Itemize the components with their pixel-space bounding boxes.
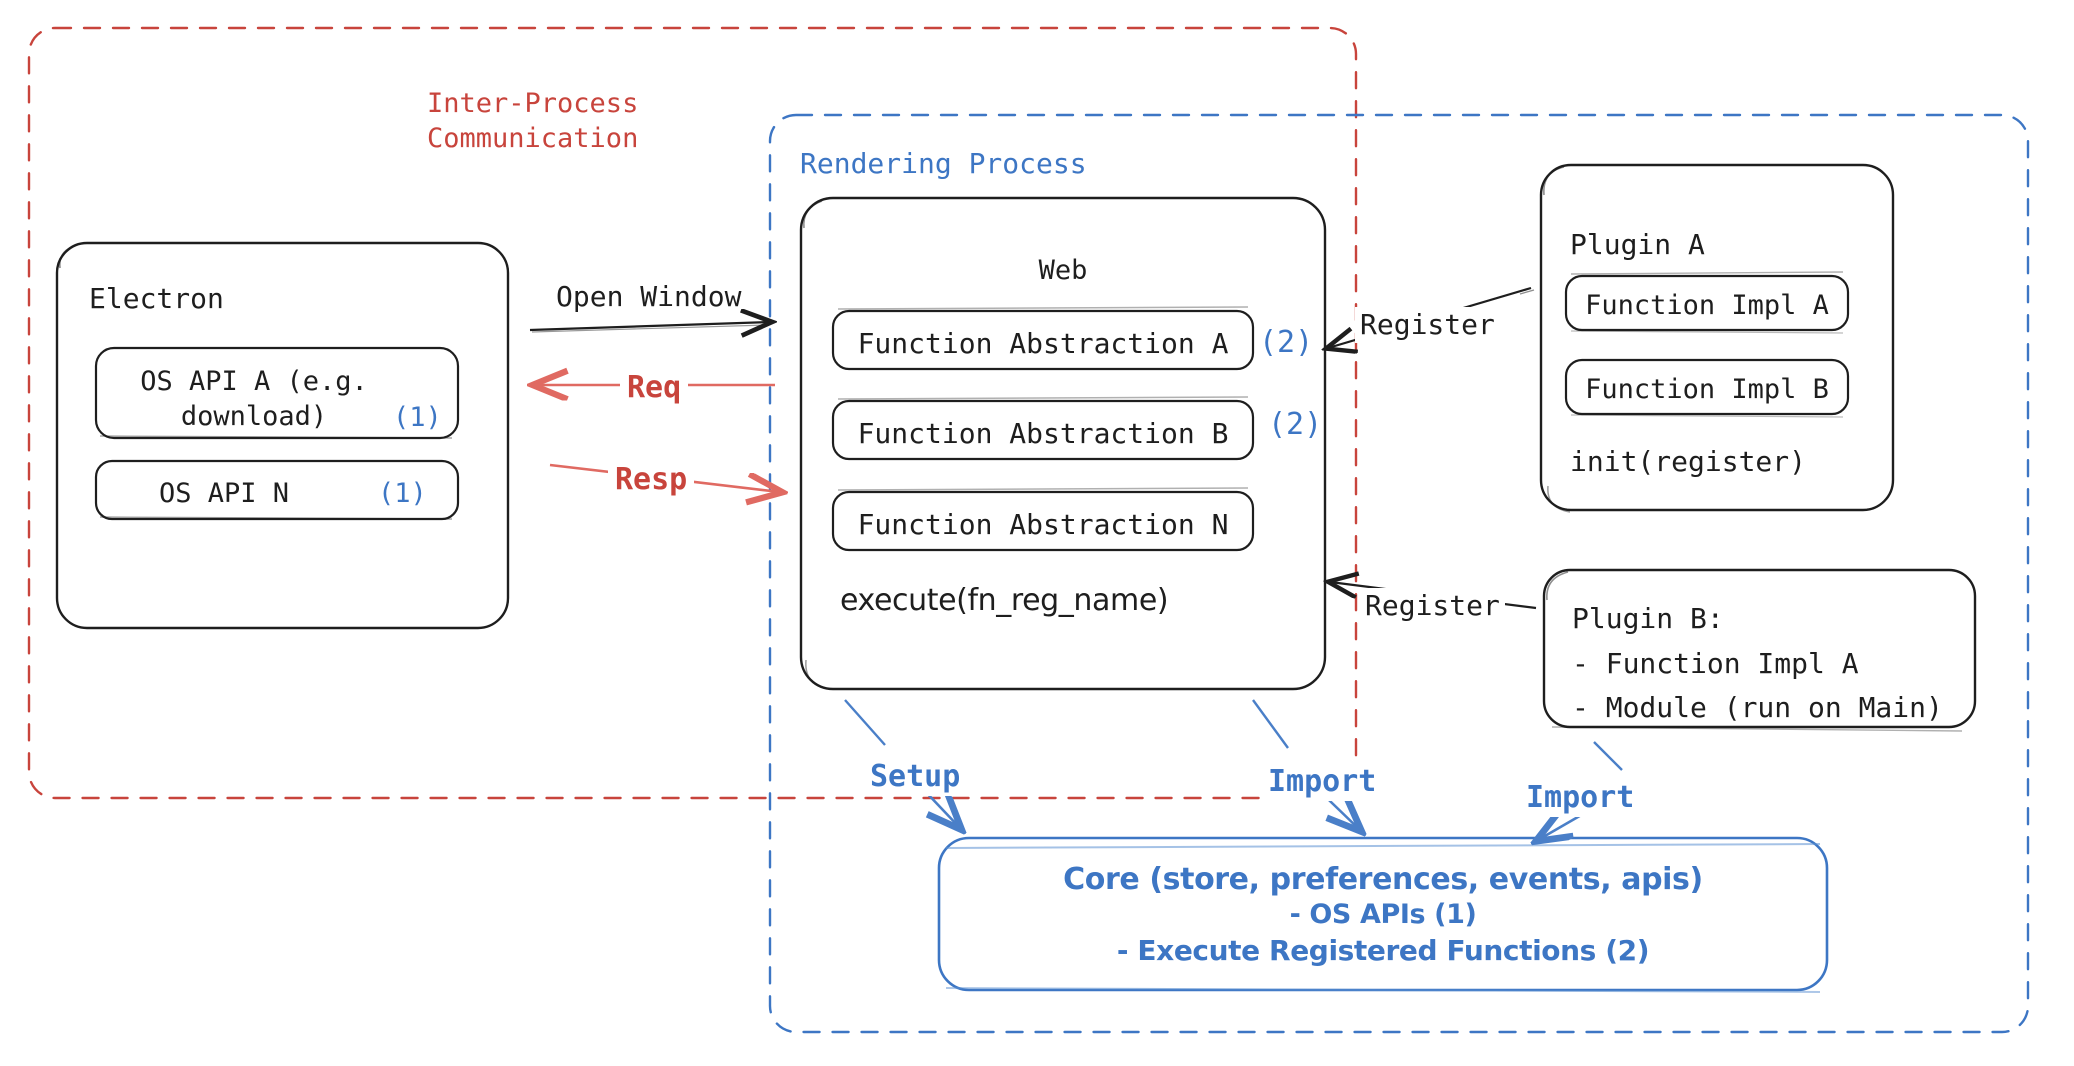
function-abstraction-b-marker: (2) [1268,407,1323,442]
os-api-a-label: OS API A (e.g. download) [140,366,368,433]
core-line-1: - OS APIs (1) [1289,899,1477,930]
function-abstraction-n-label: Function Abstraction N [857,508,1229,541]
function-impl-b-label: Function Impl B [1585,374,1829,405]
edge-label-register-a: Register [1355,307,1500,344]
electron-title: Electron [89,282,224,315]
edge-label-import-plugin-b: Import [1520,778,1641,817]
plugin-a-title: Plugin A [1570,228,1705,261]
edge-label-setup: Setup [864,757,967,796]
os-api-n-label: OS API N [158,478,290,509]
edge-label-import-web: Import [1262,762,1383,801]
edge-label-resp: Resp [608,460,695,499]
web-execute-footer: execute(fn_reg_name) [840,583,1169,618]
group-rendering-process-label: Rendering Process [800,147,1087,180]
core-line-2: - Execute Registered Functions (2) [1116,934,1650,967]
edge-label-req: Req [620,368,689,407]
plugin-b-title: Plugin B: [1572,602,1724,635]
function-abstraction-a-label: Function Abstraction A [857,327,1229,360]
function-impl-a-label: Function Impl A [1585,290,1829,321]
function-abstraction-a-marker: (2) [1259,325,1314,360]
plugin-a-footer: init(register) [1570,445,1807,478]
edge-label-register-b: Register [1360,588,1505,625]
plugin-b-item-1: - Module (run on Main) [1572,691,1943,724]
arrow-open-window [529,322,770,332]
os-api-n-marker: (1) [378,478,427,509]
os-api-a-marker: (1) [393,402,442,433]
edge-label-open-window: Open Window [556,280,742,313]
function-abstraction-b-label: Function Abstraction B [857,417,1229,450]
plugin-b-item-0: - Function Impl A [1572,647,1859,680]
web-title: Web [1038,255,1088,286]
core-line-0: Core (store, preferences, events, apis) [1063,862,1703,897]
group-ipc-label: Inter-Process Communication [427,88,639,155]
